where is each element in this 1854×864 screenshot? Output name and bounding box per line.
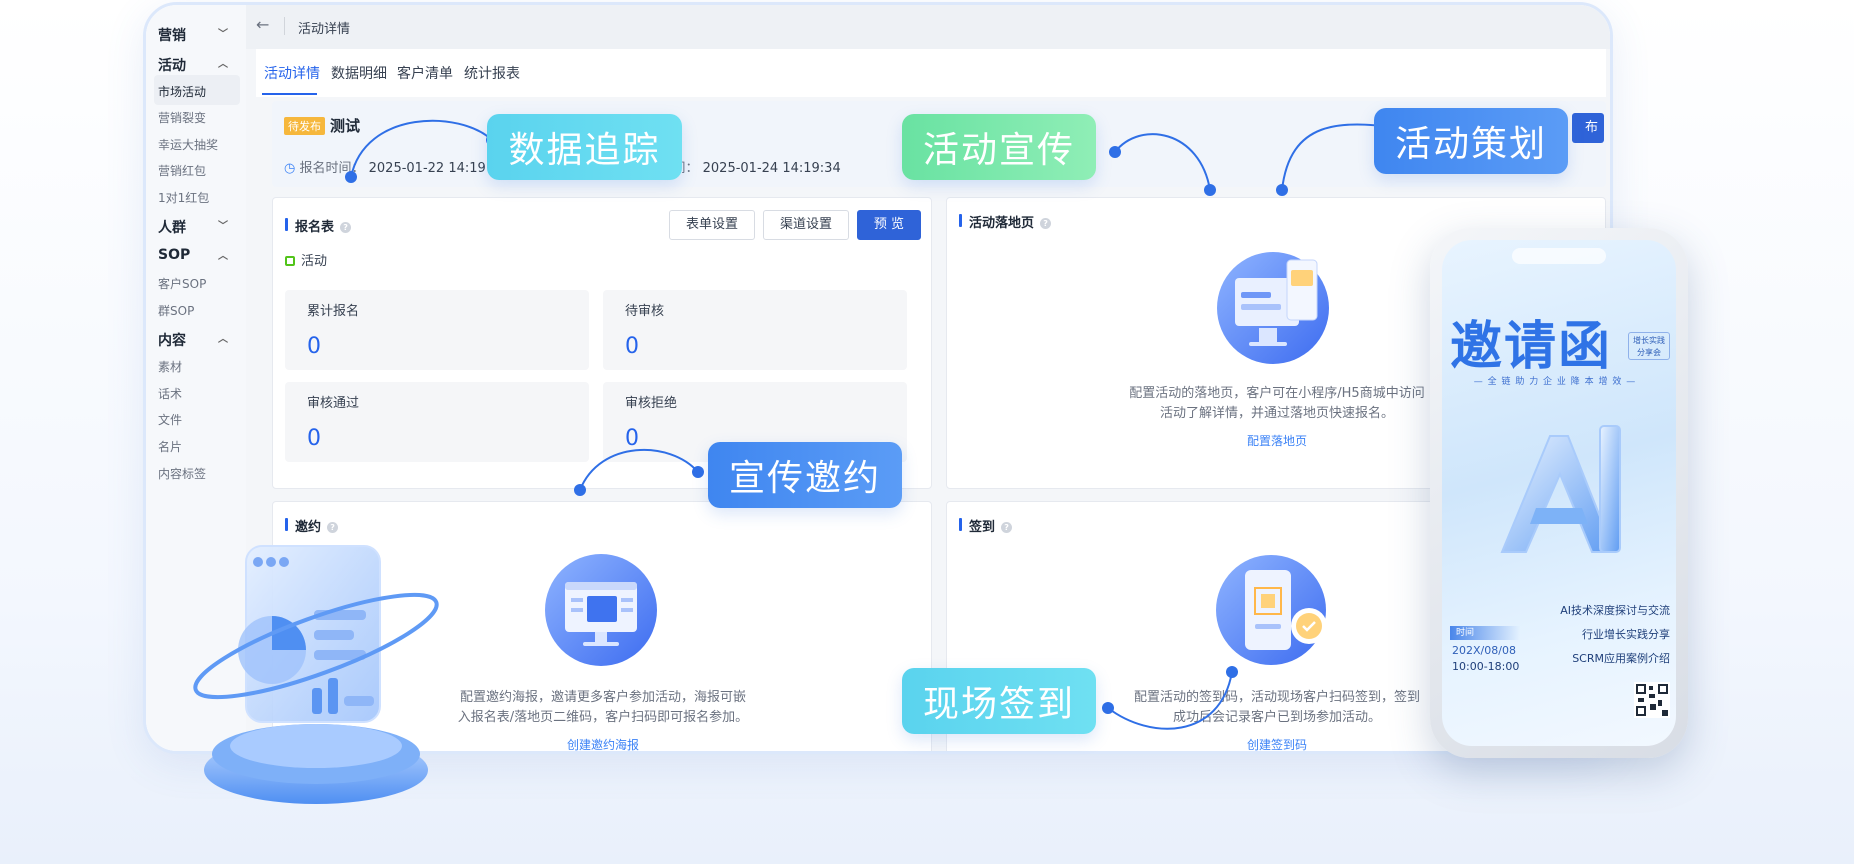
callout-data-tracking: 数据追踪: [487, 114, 682, 180]
tab-data-detail[interactable]: 数据明细: [331, 66, 387, 82]
phone-screen: 邀请函 增长实践分享会 — 全 链 助 力 企 业 降 本 增 效 — 时间 2…: [1442, 240, 1676, 746]
question-icon[interactable]: ?: [1040, 218, 1052, 229]
arrow-left-icon[interactable]: ←: [256, 15, 270, 34]
checkin-code-illustration: [1216, 555, 1327, 665]
tab-activity-detail[interactable]: 活动详情: [264, 66, 320, 82]
invite-desc-line1: 配置邀约海报，邀请更多客户参加活动，海报可嵌: [459, 690, 746, 705]
legend-activity: 活动: [285, 250, 327, 269]
tab-bar: 活动详情 数据明细 客户清单 统计报表: [256, 49, 1606, 97]
activity-name: 测试: [330, 117, 361, 135]
signup-panel-title: 报名表?: [285, 216, 352, 235]
event-hours: 10:00-18:00: [1452, 660, 1520, 673]
landing-page-illustration: [1217, 252, 1329, 364]
chevron-down-icon: ﹀: [218, 29, 228, 40]
landing-panel: 活动落地页? 配置活动的落地页，客户可在小程序/H5商城中访问 活动了解详情，并…: [946, 197, 1606, 489]
tab-customer-list[interactable]: 客户清单: [397, 66, 453, 82]
active-tab-underline: [262, 93, 317, 95]
sidebar-group-sop[interactable]: SOP︿: [158, 247, 228, 263]
sidebar-item-card[interactable]: 名片: [158, 440, 183, 454]
time-label: 时间: [1450, 626, 1520, 640]
form-settings-button[interactable]: 表单设置: [669, 210, 755, 240]
qr-code-icon: [1634, 682, 1670, 718]
chevron-up-icon: ︿: [218, 251, 228, 262]
checkin-desc-line2: 成功后会记录客户已到场参加活动。: [1172, 710, 1381, 725]
tab-statistics[interactable]: 统计报表: [464, 66, 520, 82]
sidebar-active-highlight: [154, 75, 240, 105]
clock-icon: ◷: [284, 161, 296, 176]
status-badge: 待发布: [284, 117, 325, 135]
sidebar-item-material[interactable]: 素材: [158, 360, 183, 374]
sidebar-item-content-tag[interactable]: 内容标签: [158, 467, 207, 481]
invite-poster-illustration: [545, 554, 657, 666]
sidebar-item-lottery[interactable]: 幸运大抽奖: [158, 138, 219, 152]
chevron-up-icon: ︿: [218, 59, 228, 70]
callout-invitation: 宣传邀约: [708, 442, 902, 508]
invitation-title: 邀请函: [1450, 317, 1613, 377]
sidebar-item-file[interactable]: 文件: [158, 413, 183, 427]
chevron-up-icon: ︿: [218, 334, 228, 345]
sidebar-item-market-activity[interactable]: 市场活动: [158, 85, 207, 99]
divider: [284, 17, 285, 35]
channel-settings-button[interactable]: 渠道设置: [763, 210, 849, 240]
sidebar-group-crowd[interactable]: 人群﹀: [158, 217, 228, 237]
preview-button[interactable]: 预 览: [857, 210, 921, 240]
agenda-item: 行业增长实践分享: [1582, 628, 1670, 641]
callout-promotion: 活动宣传: [902, 114, 1096, 180]
sidebar-item-red-packet[interactable]: 营销红包: [158, 164, 207, 178]
3d-dashboard-decoration: [193, 545, 439, 804]
question-icon[interactable]: ?: [327, 522, 339, 533]
landing-desc-line2: 活动了解详情，并通过落地页快速报名。: [1159, 406, 1394, 421]
phone-notch: [1512, 248, 1606, 264]
sidebar-group-marketing[interactable]: 营销﹀: [158, 25, 228, 45]
question-icon[interactable]: ?: [1001, 522, 1013, 533]
create-invite-poster-link[interactable]: 创建邀约海报: [566, 738, 639, 752]
agenda-item: AI技术深度探讨与交流: [1560, 604, 1670, 617]
legend-square-icon: [285, 256, 295, 266]
top-bar: ← 活动详情: [246, 5, 1610, 49]
sidebar: 营销﹀ 活动︿ 市场活动 营销裂变 幸运大抽奖 营销红包 1对1红包 人群﹀ S…: [146, 5, 246, 751]
configure-landing-link[interactable]: 配置落地页: [1246, 434, 1307, 448]
callout-checkin: 现场签到: [902, 668, 1096, 734]
event-badge: 增长实践分享会: [1628, 332, 1670, 360]
invite-panel-title: 邀约?: [285, 516, 339, 535]
event-date: 202X/08/08: [1452, 644, 1516, 657]
invite-panel: 邀约? 配置邀约海报，邀请更多客户参加活动，海报可嵌 入报名表/落地页二维码，客…: [272, 501, 932, 752]
checkin-desc-line1: 配置活动的签到码，活动现场客户扫码签到，签到: [1133, 690, 1420, 705]
sidebar-item-script[interactable]: 话术: [158, 387, 183, 401]
create-checkin-code-link[interactable]: 创建签到码: [1246, 738, 1307, 752]
sidebar-item-group-sop[interactable]: 群SOP: [158, 304, 195, 318]
agenda-item: SCRM应用案例介绍: [1572, 652, 1670, 665]
sidebar-item-fission[interactable]: 营销裂变: [158, 111, 207, 125]
sidebar-group-activity[interactable]: 活动︿: [158, 55, 228, 75]
landing-desc-line1: 配置活动的落地页，客户可在小程序/H5商城中访问: [1129, 386, 1425, 401]
question-icon[interactable]: ?: [340, 222, 352, 233]
callout-planning: 活动策划: [1374, 108, 1568, 174]
publish-button[interactable]: 布: [1572, 113, 1604, 143]
chevron-down-icon: ﹀: [218, 221, 228, 232]
landing-panel-title: 活动落地页?: [959, 212, 1052, 231]
invitation-tagline: — 全 链 助 力 企 业 降 本 增 效 —: [1473, 377, 1637, 387]
page-title: 活动详情: [298, 22, 351, 37]
checkin-panel-title: 签到?: [959, 516, 1013, 535]
invite-desc-line2: 入报名表/落地页二维码，客户扫码即可报名参加。: [457, 710, 749, 725]
sidebar-item-1v1-red-packet[interactable]: 1对1红包: [158, 191, 210, 205]
sidebar-group-content[interactable]: 内容︿: [158, 330, 228, 350]
ai-3d-logo: [1500, 425, 1621, 553]
sidebar-item-customer-sop[interactable]: 客户SOP: [158, 277, 207, 291]
